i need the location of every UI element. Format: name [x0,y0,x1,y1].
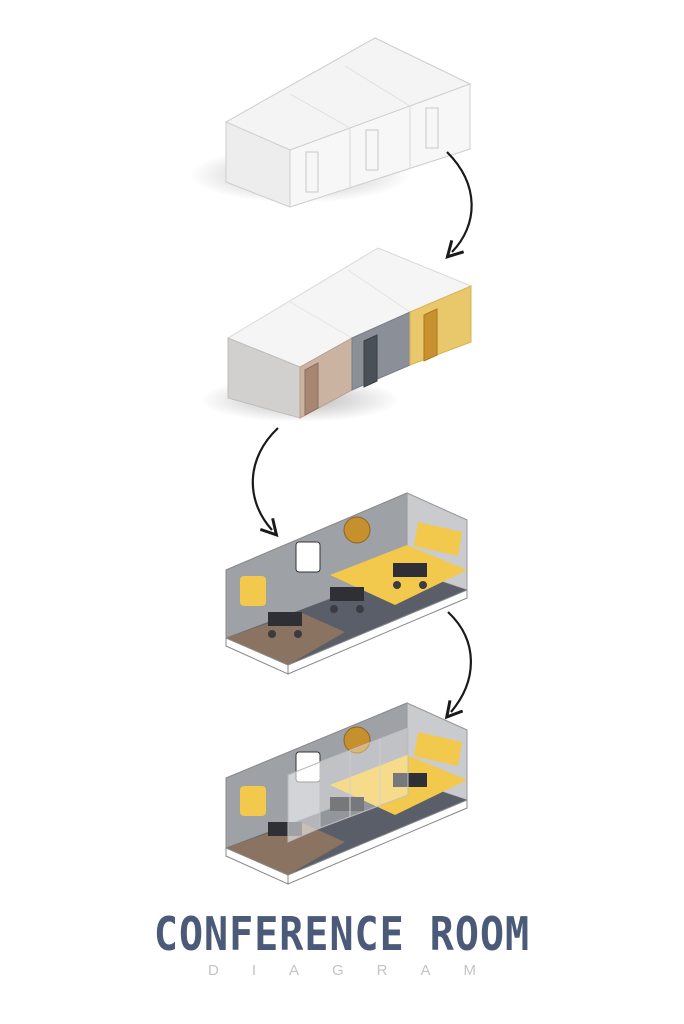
chair-icon [356,605,364,613]
curved-arrow-icon [251,427,279,538]
door-icon [363,334,378,388]
smiley-poster-icon [240,786,266,816]
stage-3-furnished-room [225,492,468,675]
chair-icon [419,581,427,589]
table-icon [393,773,427,787]
table-icon [330,797,364,811]
door-icon [305,151,319,193]
stage-2-walled-box [200,247,473,422]
round-shelf-icon [343,726,371,754]
diagram-subtitle: DIAGRAM [207,962,509,979]
chair-icon [294,630,302,638]
tv-screen-icon [295,541,321,573]
chair-icon [393,581,401,589]
chair-icon [330,605,338,613]
door-icon [425,107,439,149]
table-icon [393,563,427,577]
stage-4-partitioned-room [225,702,468,885]
round-shelf-icon [343,516,371,544]
door-icon [423,308,438,362]
table-icon [330,587,364,601]
door-icon [365,129,379,171]
diagram-title: CONFERENCE ROOM [153,908,531,962]
chair-icon [268,630,276,638]
curved-arrow-icon [444,611,472,720]
curved-arrow-icon [445,151,473,259]
stage-1-glass-box [190,37,472,208]
smiley-poster-icon [240,576,266,606]
door-icon [304,362,319,416]
table-icon [268,612,302,626]
